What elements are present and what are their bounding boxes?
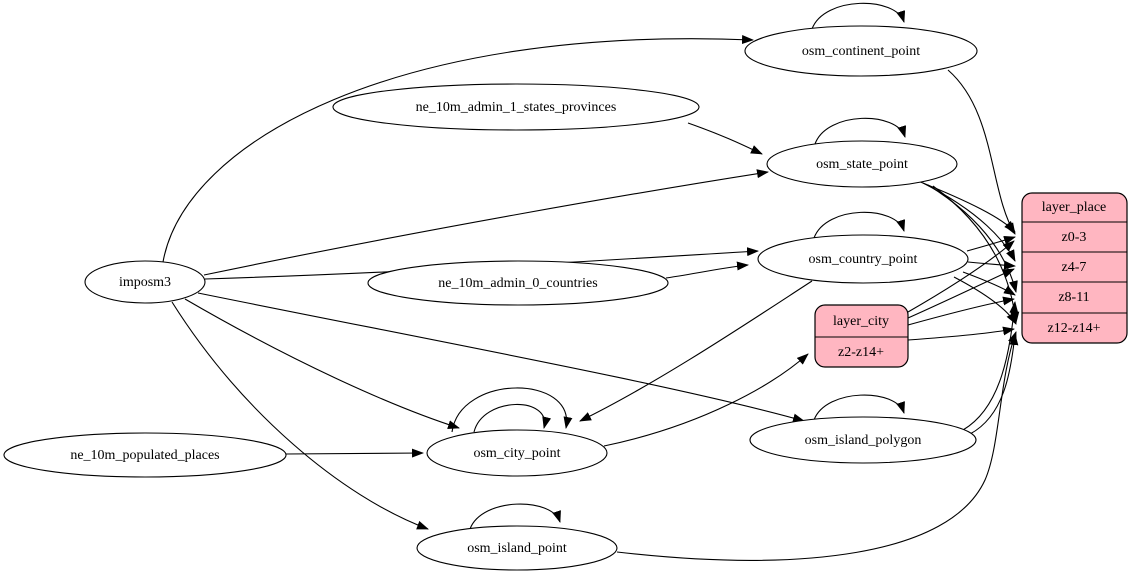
edges [162,2,1020,561]
layer_city-title: layer_city [833,314,889,329]
edge-self-osm_island_point [469,503,561,530]
edge-osm_continent_point-layer_place-z0_3 [947,69,1016,235]
edge-layer_city-layer_place-z4_7 [907,268,1015,319]
imposm3-shape [84,260,206,304]
node-osm_island_point: osm_island_point [416,525,618,571]
ne_10m_admin_1_states_provinces-label: ne_10m_admin_1_states_provinces [416,100,617,115]
ne_10m_populated_places-shape [3,432,287,478]
ne_10m_populated_places-label: ne_10m_populated_places [70,448,219,463]
edge-osm_country_point-layer_place-z4_7 [967,260,1016,270]
edge-osm_country_point-layer_place-z0_3 [966,235,1016,252]
layer_city-box [814,304,909,368]
osm_continent_point-label: osm_continent_point [802,44,920,59]
layer_place-row-z4-7: z4-7 [1062,260,1087,275]
layer_place-row-z12-z14: z12-z14+ [1048,321,1101,336]
edge-ne_10m_admin_1_states_provinces-osm_state_point [687,122,763,155]
edge-osm_country_point-osm_city_point [579,280,813,422]
osm_island_point-label: osm_island_point [467,541,567,556]
osm_country_point-shape [757,234,969,284]
imposm3-label: imposm3 [119,275,171,290]
record-layer_place: layer_place z0-3 z4-7 z8-11 z12-z14+ [1021,192,1128,344]
record-layer_city: layer_city z2-z14+ [814,304,909,368]
edge-self-osm_city_point-inner [473,403,552,433]
edge-imposm3-osm_state_point [203,169,769,276]
nodes: imposm3 ne_10m_admin_1_states_provinces … [3,25,978,571]
edge-imposm3-osm_island_point [171,301,429,530]
node-osm_city_point: osm_city_point [426,429,608,477]
ne_10m_admin_0_countries-shape [367,260,669,306]
edge-self-osm_state_point [814,117,907,145]
node-ne_10m_admin_1_states_provinces: ne_10m_admin_1_states_provinces [332,83,700,131]
edge-imposm3-osm_island_polygon [197,292,805,423]
osm_continent_point-shape [744,25,978,77]
node-ne_10m_populated_places: ne_10m_populated_places [3,432,287,478]
node-osm_state_point: osm_state_point [766,140,958,188]
node-imposm3: imposm3 [84,260,206,304]
node-osm_country_point: osm_country_point [757,234,969,284]
osm_island_polygon-label: osm_island_polygon [805,433,922,448]
layer_place-box [1021,192,1128,344]
edge-osm_state_point-layer_place-z0_3 [917,180,1016,233]
ne_10m_admin_1_states_provinces-shape [332,83,700,131]
edge-ne_10m_populated_places-osm_city_point [285,448,424,458]
osm_city_point-label: osm_city_point [473,446,560,461]
osm_island_point-shape [416,525,618,571]
osm_state_point-shape [766,140,958,188]
edge-osm_state_point-layer_place-z8_11 [927,184,1018,293]
edge-osm_island_point-layer_place-z12_z14 [616,331,1017,561]
node-osm_continent_point: osm_continent_point [744,25,978,77]
node-osm_island_polygon: osm_island_polygon [749,416,977,464]
edge-self-osm_continent_point [811,2,906,30]
ne_10m_admin_0_countries-label: ne_10m_admin_0_countries [438,276,597,291]
edge-self-osm_city_point-outer [451,387,573,433]
osm_island_polygon-shape [749,416,977,464]
edge-self-osm_island_polygon [813,394,905,421]
osm_city_point-shape [426,429,608,477]
osm_country_point-label: osm_country_point [809,252,918,267]
edge-osm_island_polygon-layer_place-z12_z14 [969,333,1019,435]
edge-osm_country_point-layer_place-z12_z14 [953,276,1017,325]
layer_place-row-z8-11: z8-11 [1058,290,1089,305]
osm_state_point-label: osm_state_point [816,157,908,172]
edge-imposm3-osm_continent_point [162,35,754,263]
edge-self-osm_country_point [813,211,906,239]
edge-osm_city_point-layer_city-z2 [603,353,809,447]
edge-osm_island_polygon-layer_place-z8_11 [962,301,1019,431]
layer_place-row-z0-3: z0-3 [1062,230,1087,245]
edge-layer_city-layer_place-z8_11 [907,296,1015,326]
edge-imposm3-osm_city_point [184,298,460,429]
layer_city-row-z2-z14: z2-z14+ [838,345,884,360]
node-ne_10m_admin_0_countries: ne_10m_admin_0_countries [367,260,669,306]
edge-layer_city-layer_place-z12_z14 [907,326,1015,341]
edge-layer_city-layer_place-z0_3 [907,240,1015,313]
layer_place-title: layer_place [1042,200,1107,215]
edge-ne_10m_admin_0_countries-osm_country_point [665,261,749,279]
